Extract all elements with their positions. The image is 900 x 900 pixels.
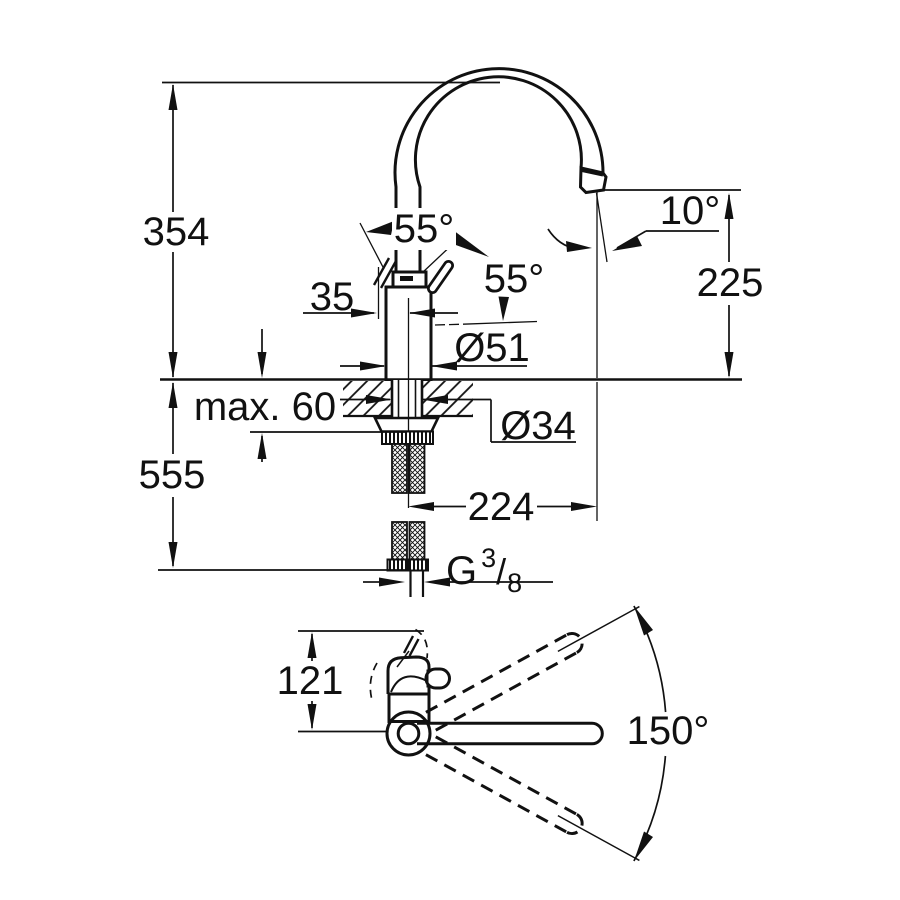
swivel-base-inner [396, 721, 421, 746]
plan-view [298, 605, 667, 862]
supply-hoses [386, 443, 429, 597]
dim-lever-angles [359, 221, 538, 326]
swivel-base-outer [385, 710, 432, 757]
dim-total-height [162, 81, 500, 378]
label-body-offset: 35 [310, 275, 355, 319]
label-total-height: 354 [143, 210, 210, 254]
plan-body [369, 628, 451, 723]
label-lever-height: 121 [277, 659, 344, 703]
spout-outline [393, 67, 608, 274]
side-view-dimensions [158, 81, 741, 587]
riser-detail [400, 276, 413, 281]
mounting-hardware [372, 379, 441, 445]
dim-thread [363, 577, 553, 587]
dim-outlet-angle [547, 192, 719, 521]
labels: 354 55° 55° 10° 225 35 Ø51 max. 60 Ø34 5… [139, 189, 764, 753]
dim-body-offset [303, 267, 458, 319]
label-backing [392, 208, 456, 250]
dim-max-thickness [250, 329, 405, 462]
label-hole-diameter: Ø34 [500, 404, 576, 448]
dim-projection [408, 502, 597, 511]
plan-spout [385, 710, 604, 757]
hose-nut-left [386, 558, 409, 572]
mounting-nut [381, 430, 434, 445]
plan-swivel-range [425, 605, 667, 862]
dim-hose-length [158, 382, 408, 571]
label-hose-length: 555 [139, 453, 206, 497]
label-projection: 224 [468, 485, 535, 529]
dim-hole-diameter [340, 395, 576, 443]
label-spout-height: 225 [697, 261, 764, 305]
label-body-diameter: Ø51 [454, 326, 530, 370]
plan-dimension-121 [298, 630, 424, 733]
plan-lever [424, 667, 451, 690]
hose-nut-right [407, 558, 429, 572]
dim-body-diameter [340, 361, 527, 371]
label-outlet-angle: 10° [660, 189, 721, 233]
label-lever-front-angle: 55° [484, 257, 545, 301]
label-max-thickness: max. 60 [194, 385, 336, 429]
washer-outline [372, 416, 441, 433]
side-view [160, 67, 742, 597]
dim-spout-height [604, 189, 741, 378]
label-lever-open-angle: 55° [394, 207, 455, 251]
label-swivel-angle: 150° [627, 709, 710, 753]
